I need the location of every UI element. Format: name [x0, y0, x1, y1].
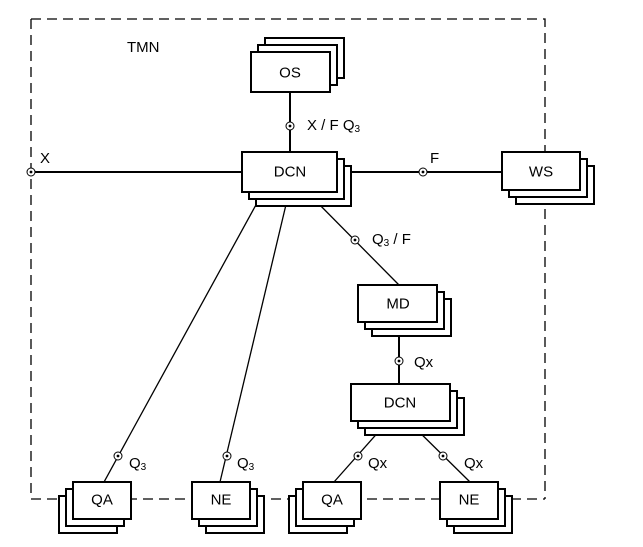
node-ne-left[interactable]: NE — [191, 481, 265, 534]
interface-label-qa-left: Q3 — [129, 455, 147, 473]
ref-point-icon — [222, 451, 232, 461]
interface-label-dcn-md: Q3 / F — [372, 231, 411, 249]
link-dcn-ne-left — [219, 191, 290, 483]
ref-point-icon — [285, 121, 295, 131]
interface-label-ne-right: Qx — [464, 455, 484, 472]
interface-label-f: F — [430, 150, 439, 167]
node-qa-left[interactable]: QA — [58, 481, 132, 534]
node-label: DCN — [274, 164, 307, 181]
interface-label-qa-right: Qx — [368, 455, 388, 472]
tmn-boundary — [30, 18, 546, 500]
reference-points — [26, 121, 448, 461]
node-label: NE — [459, 492, 480, 509]
node-label: NE — [211, 492, 232, 509]
ref-point-icon — [113, 451, 123, 461]
node-ws[interactable]: WS — [501, 151, 595, 205]
ref-point-icon — [353, 451, 363, 461]
node-label: MD — [386, 296, 409, 313]
ref-point-icon — [394, 356, 404, 366]
ref-point-icon — [438, 451, 448, 461]
interface-label-md-dcn: Qx — [414, 354, 434, 371]
node-label: WS — [529, 164, 553, 181]
tmn-label: TMN — [127, 39, 160, 56]
ref-point-icon — [26, 167, 36, 177]
link-dcn-qa-left — [103, 191, 264, 483]
node-label: DCN — [384, 395, 417, 412]
ref-point-icon — [418, 167, 428, 177]
interface-label-os-dcn: X / F Q3 — [307, 117, 361, 135]
node-label: OS — [279, 65, 301, 82]
node-dcn-sub[interactable]: DCN — [350, 383, 465, 436]
node-qa-right[interactable]: QA — [288, 481, 362, 534]
interface-label-x: X — [40, 150, 50, 167]
node-dcn-main[interactable]: DCN — [241, 151, 352, 207]
node-os[interactable]: OS — [250, 37, 345, 93]
interface-label-ne-left: Q3 — [237, 455, 255, 473]
node-label: QA — [91, 492, 113, 509]
node-md[interactable]: MD — [357, 284, 452, 337]
node-ne-right[interactable]: NE — [439, 481, 513, 534]
node-label: QA — [321, 492, 343, 509]
ref-point-icon — [350, 235, 360, 245]
